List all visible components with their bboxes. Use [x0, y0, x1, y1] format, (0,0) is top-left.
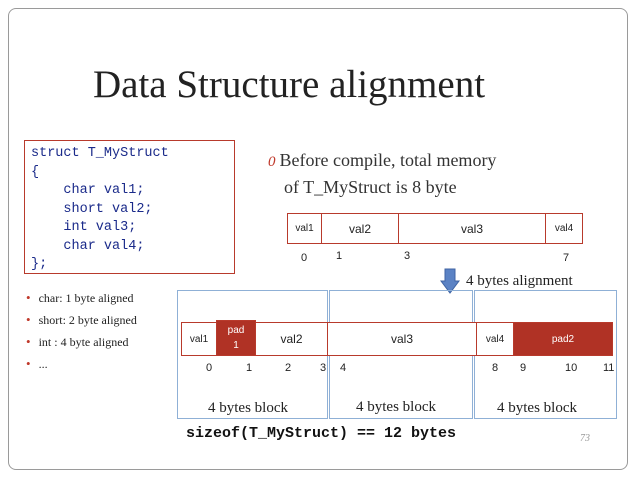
code-line: }; — [31, 257, 48, 272]
note-line-1: Before compile, total memory — [279, 150, 497, 170]
top-offset: 3 — [404, 250, 411, 262]
bottom-offset: 1 — [246, 362, 253, 374]
code-line: { — [31, 164, 40, 180]
sizeof-result: sizeof(T_MyStruct) == 12 bytes — [186, 425, 457, 442]
code-line: char val4; — [31, 238, 145, 254]
code-line: char val1; — [31, 183, 145, 198]
bullet-item: •short: 2 byte aligned — [26, 312, 137, 327]
struct-code-box: struct T_MyStruct { char val1; short val2… — [24, 140, 235, 274]
bottom-cell-val4: val4 — [476, 322, 514, 356]
bottom-offset: 0 — [206, 362, 213, 374]
top-offset: 7 — [563, 252, 570, 264]
top-cell-val4: val4 — [545, 213, 583, 244]
bullet-dot-icon: • — [26, 312, 31, 327]
alignment-label: 4 bytes alignment — [466, 273, 573, 289]
code-line: int val3; — [31, 220, 137, 235]
bottom-offset: 8 — [492, 362, 499, 374]
bottom-offset: 10 — [565, 362, 578, 374]
bottom-cell-val1: val1 — [181, 322, 217, 356]
bullet-item: •int : 4 byte aligned — [26, 334, 129, 349]
top-cell-val1: val1 — [287, 213, 322, 244]
bullet-dot-icon: • — [26, 290, 31, 305]
alignment-bullets: •char: 1 byte aligned •short: 2 byte ali… — [26, 287, 137, 375]
bottom-offset: 11 — [603, 362, 615, 374]
note-line-2: of T_MyStruct is 8 byte — [284, 177, 457, 197]
slide-frame — [8, 8, 628, 470]
bullet-dot-icon: • — [26, 356, 31, 371]
top-cell-val2: val2 — [321, 213, 399, 244]
slide-title: Data Structure alignment — [93, 63, 486, 106]
block-label: 4 bytes block — [208, 400, 288, 416]
bullet-dot-icon: • — [26, 334, 31, 349]
bottom-cell-val2: val2 — [255, 322, 328, 356]
block-label: 4 bytes block — [497, 400, 577, 416]
down-arrow-icon — [440, 268, 460, 294]
block-label: 4 bytes block — [356, 399, 436, 415]
bottom-offset: 3 — [320, 362, 327, 374]
note-marker: 0 — [268, 154, 276, 170]
bottom-offset: 2 — [285, 362, 292, 374]
top-cell-val3: val3 — [398, 213, 546, 244]
top-offset: 0 — [301, 252, 308, 264]
bullet-item: •char: 1 byte aligned — [26, 290, 134, 305]
code-line: short val2; — [31, 201, 153, 217]
page-number: 73 — [580, 433, 590, 444]
bottom-offset: 9 — [520, 362, 527, 374]
bottom-offset: 4 — [340, 362, 347, 374]
bottom-cell-pad1: pad 1 — [216, 320, 256, 356]
bullet-item: •... — [26, 356, 48, 371]
bottom-cell-pad2: pad2 — [513, 322, 613, 356]
code-line: struct T_MyStruct — [31, 146, 169, 161]
bottom-cell-val3: val3 — [327, 322, 477, 356]
top-offset: 1 — [336, 250, 343, 262]
